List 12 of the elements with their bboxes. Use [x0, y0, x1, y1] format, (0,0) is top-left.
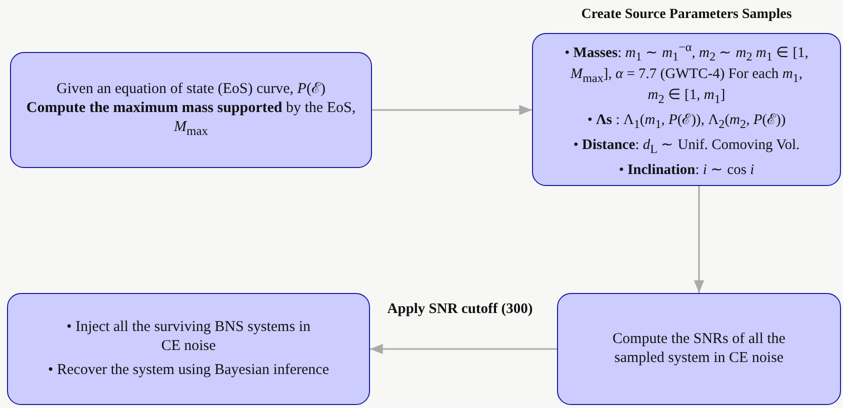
arrow: [372, 104, 532, 116]
arrow: [370, 344, 557, 354]
box-text: • Inclination: i ∼ cos i: [618, 160, 754, 179]
box-text: Compute the SNRs of all the sampled system in CE noise: [612, 330, 786, 368]
box-text: • Distance: d$_{L}$ ∼ Unif. Comoving Vol.: [573, 136, 800, 157]
edge-label: Apply SNR cutoff (300): [386, 300, 534, 318]
arrow: [694, 186, 704, 293]
box-text: • Inject all the surviving BNS systems in CE noise: [66, 318, 312, 356]
box-text: • Recover the system using Bayesian inference: [48, 361, 329, 380]
box-text: Given an equation of state (EoS) curve, P(ℰ) Compute the maximum mass supported by the EoS, M$_{max}$: [26, 80, 356, 140]
box-text: • Λs : Λ$_{1}$(m$_{1}$, P(ℰ)), Λ$_{2}$(m$_{2}$, P(ℰ)): [587, 110, 786, 132]
box-heading: Create Source Parameters Samples: [580, 7, 793, 23]
